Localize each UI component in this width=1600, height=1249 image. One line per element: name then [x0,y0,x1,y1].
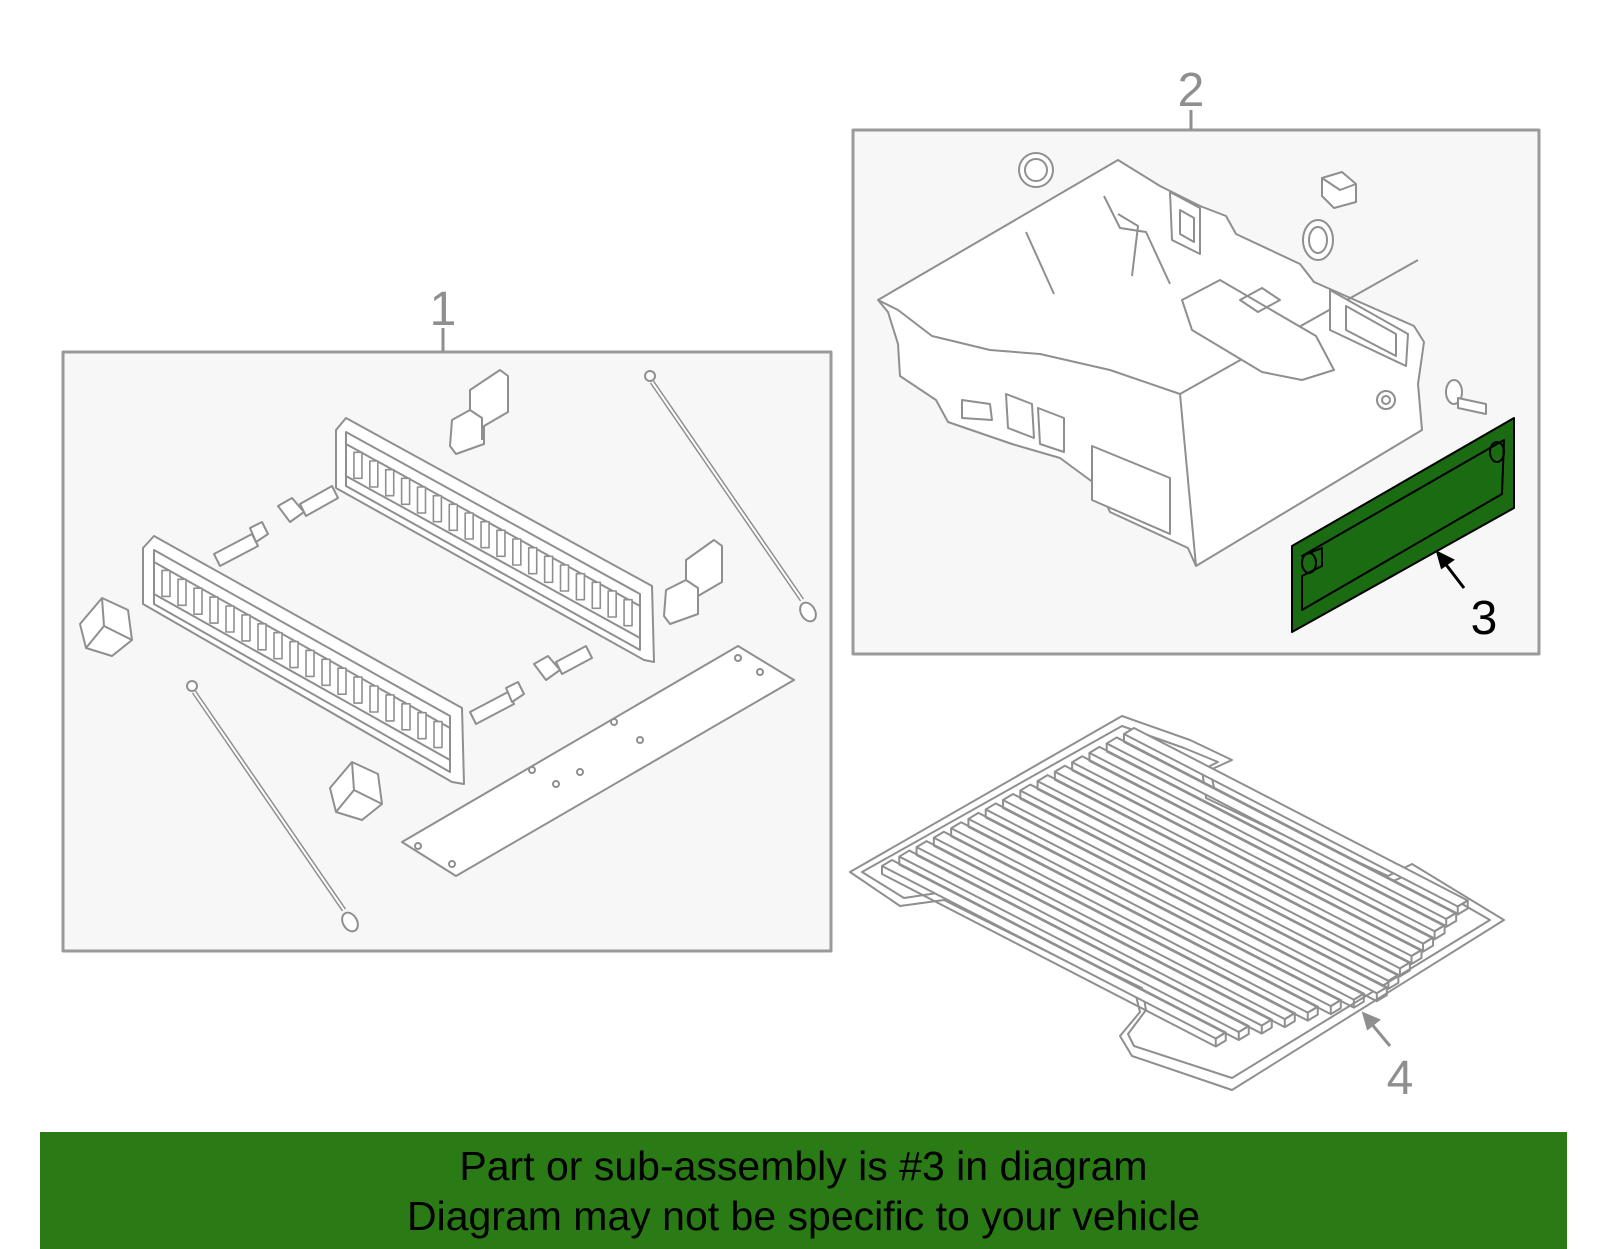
mat-rib-edge [1123,734,1469,916]
rail-slot [575,572,586,601]
rail-slot [353,676,363,704]
bracket-right[interactable] [663,539,723,625]
banner-line-2: Diagram may not be specific to your vehi… [406,1192,1200,1239]
assembly-1-group [61,328,833,953]
rail-slot [241,614,251,642]
rail-slot [433,720,443,749]
highlighted-part-3[interactable] [1291,417,1515,633]
mat-rib-edge [967,818,1342,1016]
rail-slot [321,658,331,687]
screw-right[interactable] [1445,379,1487,415]
callout-2: 2 [1178,64,1205,117]
rail-slot [177,578,187,607]
callout-4: 4 [1387,1052,1414,1105]
rail-slot [305,649,315,678]
mat-rib-edge [915,847,1273,1035]
rail-slot [432,494,443,523]
rail-slot [257,622,267,651]
banner-line-1: Part or sub-assembly is #3 in diagram [459,1142,1148,1189]
mat-rib-edge [898,856,1250,1042]
callout-1: 1 [430,283,457,336]
rail-slot [384,468,395,497]
bolt-3[interactable] [469,681,525,725]
callout-3: 3 [1471,592,1498,645]
bolt-4[interactable] [533,645,593,681]
bracket-top[interactable] [449,369,509,455]
leader-arrow-4 [1361,1011,1392,1047]
rail-slot [193,587,203,616]
bolt-2[interactable] [277,485,339,523]
rail-slot [369,460,379,488]
rail-slot [527,546,538,575]
mat-rib-edge [881,866,1227,1048]
bed-rail-rear-slots [353,451,633,627]
rail-slot [273,631,283,660]
mat-rib-edge [950,828,1319,1022]
rail-slot [353,451,363,480]
plug-top-right[interactable] [1321,171,1357,209]
rail-slot [559,564,570,592]
rail-slot [385,694,395,722]
info-banner: Part or sub-assembly is #3 in diagram Di… [40,1132,1567,1249]
rail-slot [448,503,459,532]
mat-rib-edge [1071,762,1435,953]
rail-slot [591,581,602,610]
rail-slot [623,598,633,627]
leader-arrow-3 [1435,550,1466,589]
rail-slot [512,538,522,566]
rail-slot [417,711,427,740]
bed-box[interactable] [877,159,1425,567]
rail-slot [400,477,411,506]
rail-slot [209,596,219,624]
mat-rib-edge [1053,771,1423,966]
rail-slot [161,569,171,598]
grommet-top-left[interactable] [1018,152,1054,188]
rail-slot [607,590,617,618]
support-cable-right[interactable] [644,370,819,624]
rail-slot [496,529,506,558]
rail-slot [480,520,490,549]
mat-rib-edge [1105,743,1458,928]
mat-rib-edge [1002,800,1388,1003]
mat-rib-edge [1019,790,1400,990]
bed-rail-front-slots [161,569,443,749]
floor-plate[interactable] [401,645,795,877]
mat-rib-edge [932,837,1296,1029]
support-cable-left[interactable] [186,680,361,934]
mat-rib-edge [1088,752,1446,941]
rail-slot [416,486,427,514]
mat-rib-edge [984,809,1365,1009]
rail-slot [401,702,411,731]
bolt-1[interactable] [213,521,269,567]
rail-slot [289,640,299,669]
rail-slot [369,685,379,713]
assembly-2-group [851,110,1541,656]
grommet-right[interactable] [1302,219,1334,261]
mat-rib-edge [1036,781,1411,978]
stake-pocket-bottom[interactable] [329,761,383,821]
bed-mat-ribs [881,727,1469,1048]
rail-slot [543,555,554,584]
rail-slot [464,512,474,540]
rail-slot [225,605,235,633]
stake-pocket-left[interactable] [79,597,133,657]
banner-background [40,1132,1567,1249]
rail-slot [337,667,347,696]
